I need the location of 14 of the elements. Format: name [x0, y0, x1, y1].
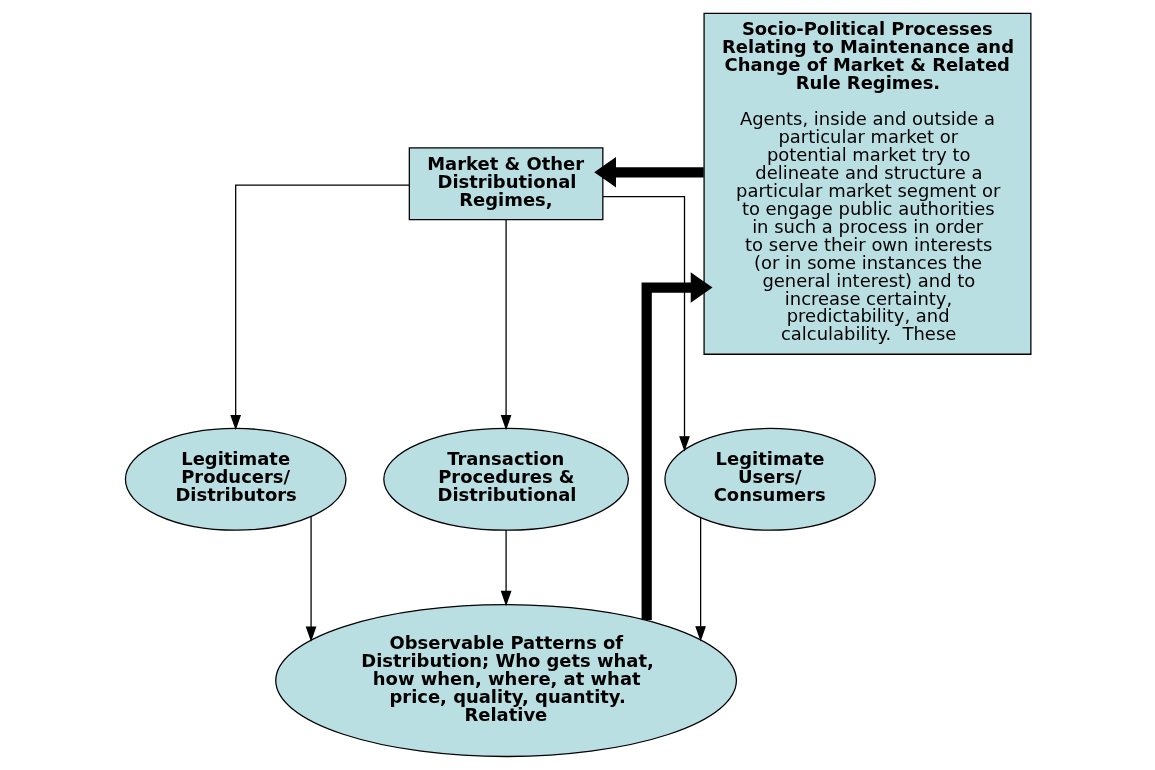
arrow [593, 157, 704, 188]
arrow [602, 195, 690, 452]
node-ellipse: Legitimate Producers/ Distributors [124, 427, 347, 531]
node-ellipse: Transaction Procedures & Distributional [382, 427, 629, 531]
arrow [229, 184, 410, 431]
arrow [500, 529, 511, 607]
arrow [641, 272, 712, 620]
arrow [305, 516, 316, 642]
node-box: Socio-Political Processes Relating to Maintenance and Change of Market & Related Rule Regimes. Agents, inside and outside a particular market or potential market try to delineate and structure a particular market segment or to engage public authorities in such a process in order to serve their own interests (or in some instances the general interest) and to increase certainty, predictability, and calculability. These [702, 12, 1031, 355]
arrow [500, 219, 511, 431]
arrow [694, 517, 706, 642]
node-ellipse: Legitimate Users/ Consumers [663, 427, 876, 531]
node-ellipse: Observable Patterns of Distribution; Who gets what, how when, where, at what price, quality, quantity. Relative [274, 603, 737, 758]
node-box: Market & Other Distributional Regimes, [408, 147, 603, 221]
